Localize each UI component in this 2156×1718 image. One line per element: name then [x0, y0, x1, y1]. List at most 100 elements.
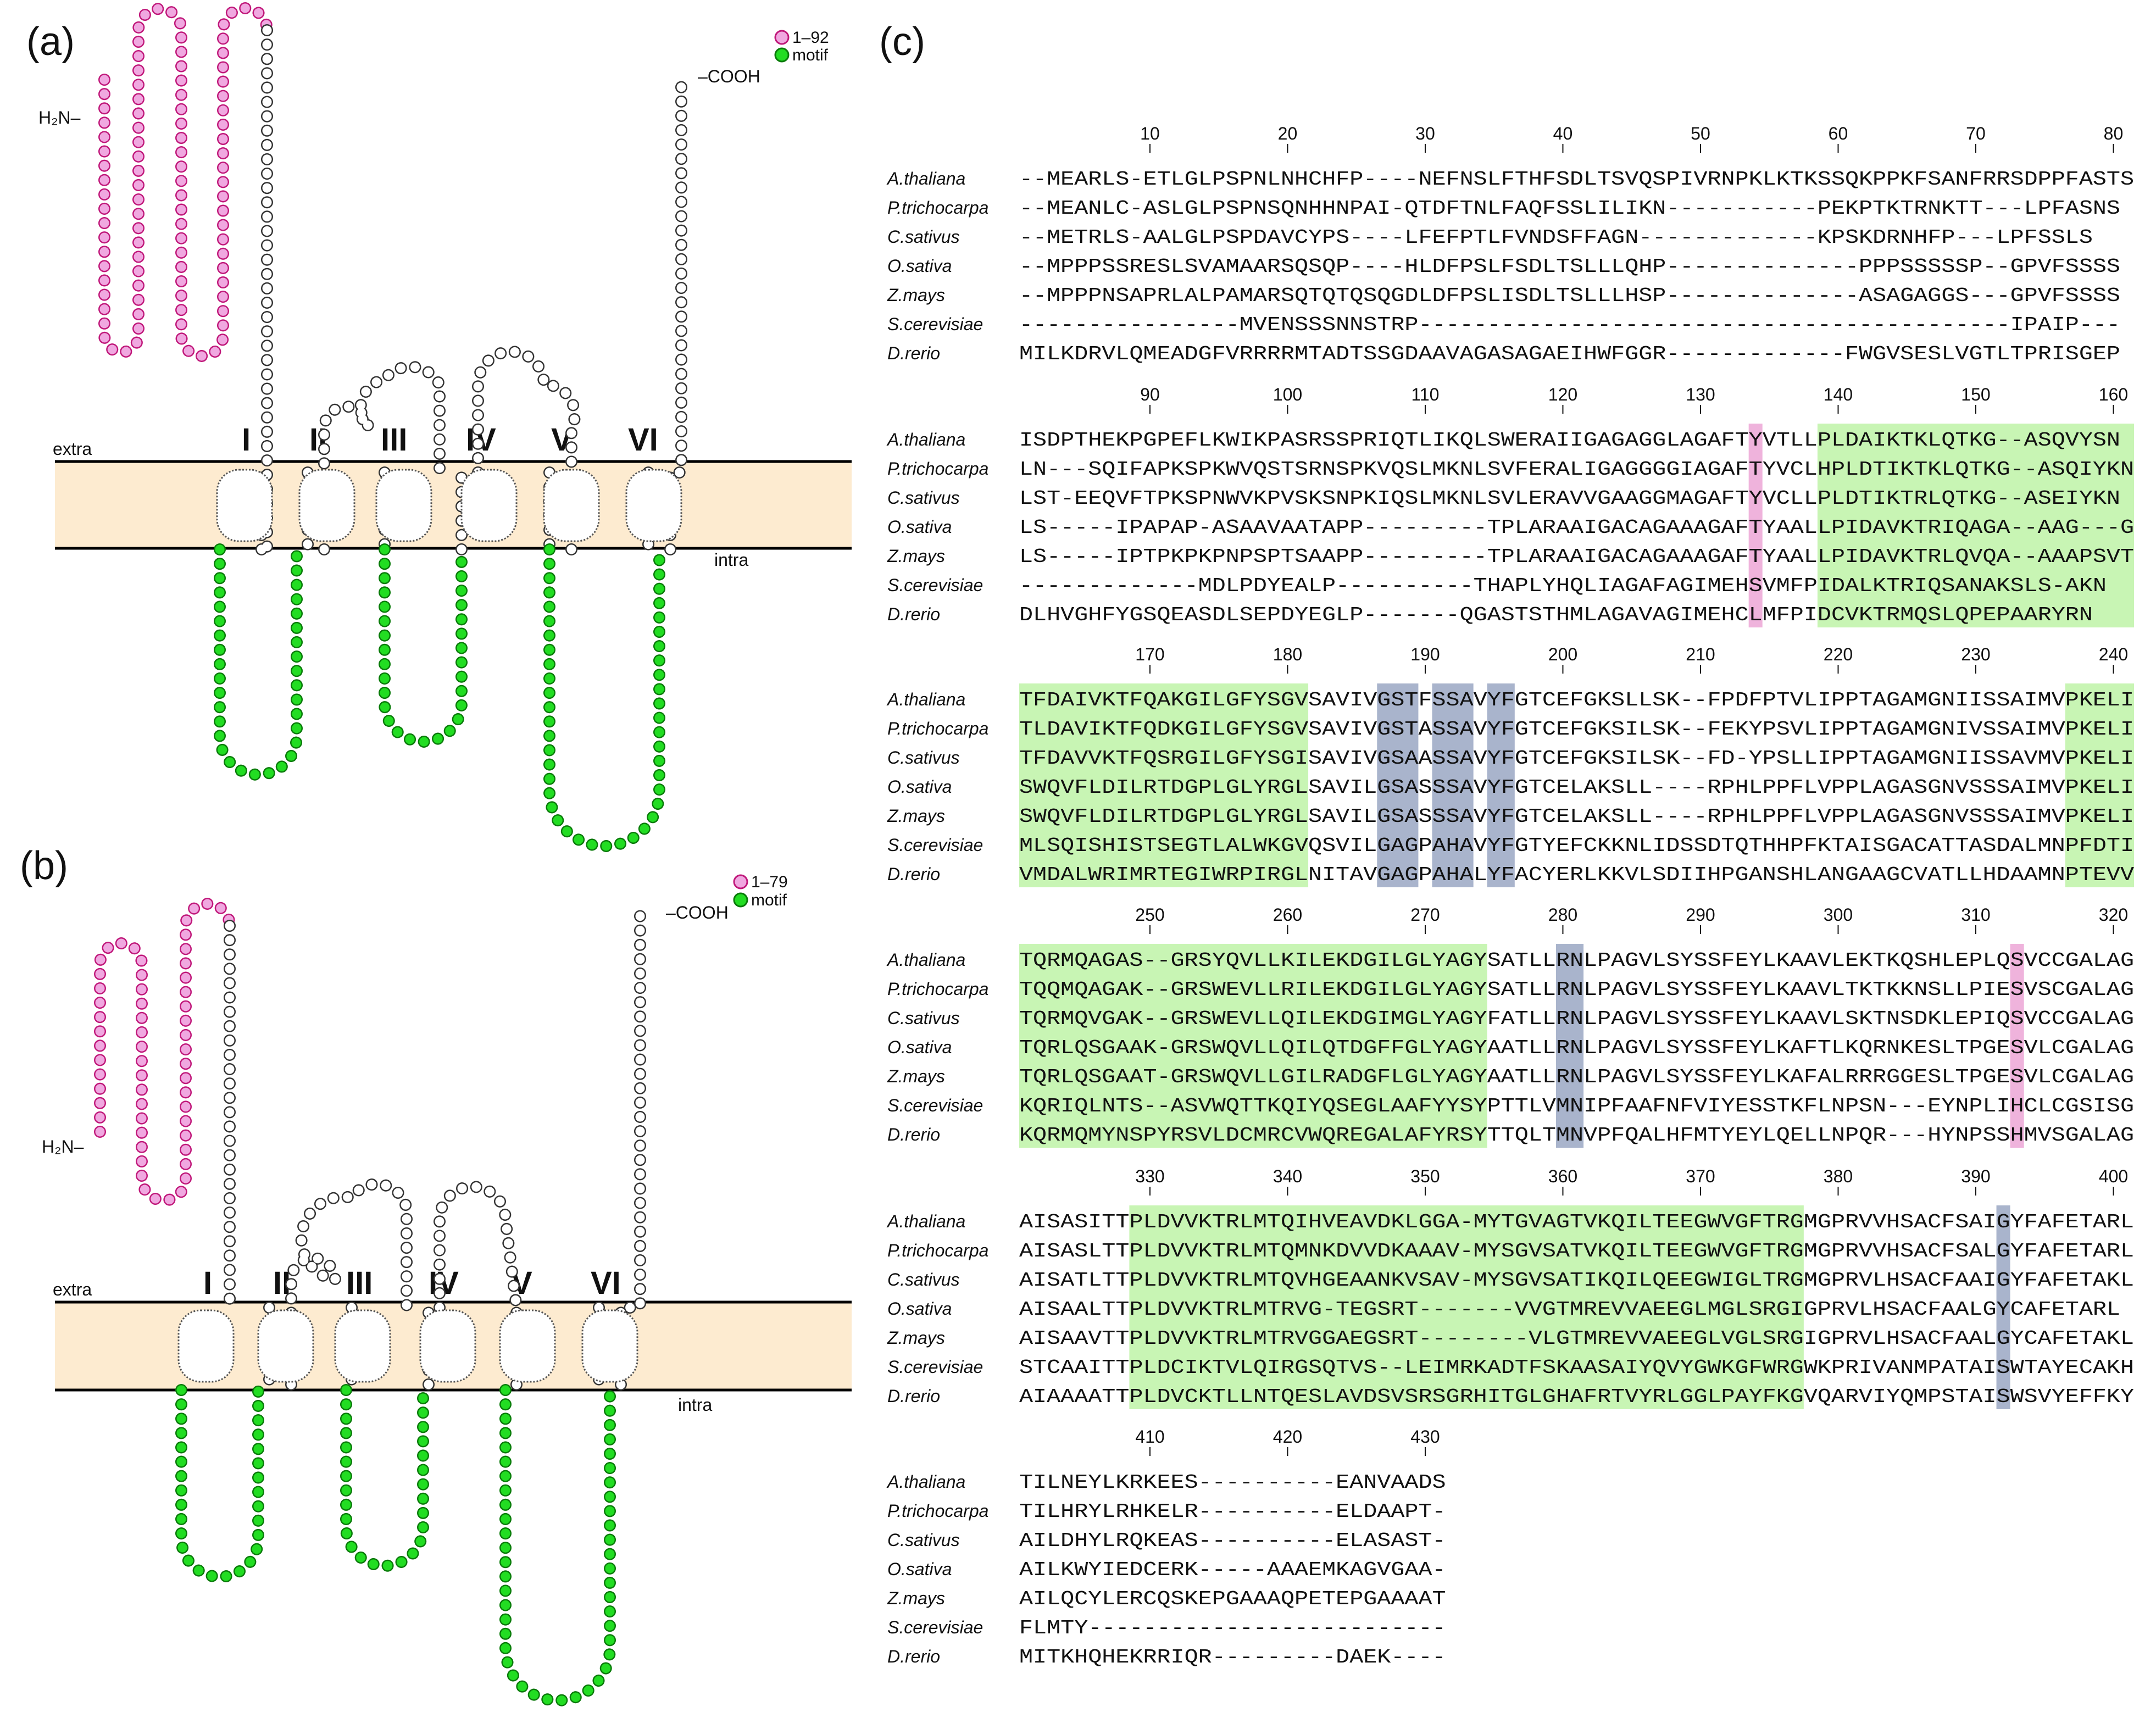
- position-tick-label: 50: [1691, 124, 1710, 143]
- position-tick-label: 110: [1411, 385, 1439, 404]
- tm-helix-iv: [460, 469, 518, 542]
- alignment-highlight: [1019, 944, 1487, 1148]
- species-label: O.sativa: [887, 517, 952, 537]
- position-tick-label: 430: [1410, 1427, 1440, 1447]
- sequence-row: LS-----IPAPAP-ASAAVAATAPP---------TPLARA…: [1019, 516, 2134, 539]
- sequence-row: TQQMQAGAK--GRSWEVLLRILEKDGILGLYAGYSATLLR…: [1019, 978, 2134, 1001]
- alignment-highlight: [1555, 944, 1584, 1148]
- panel-c-label: (c): [879, 20, 925, 64]
- position-tick-label: 200: [1548, 644, 1577, 664]
- tm-helix-ii: [257, 1309, 314, 1383]
- position-tick-label: 210: [1686, 644, 1715, 664]
- position-tick-label: 170: [1135, 644, 1164, 664]
- motif-loops: [176, 1385, 615, 1705]
- position-tick-label: 420: [1273, 1427, 1302, 1447]
- helix-label-vi: VI: [628, 422, 658, 458]
- species-label: Z.mays: [887, 1588, 945, 1608]
- tm-helix-vi: [581, 1309, 638, 1383]
- species-label: O.sativa: [887, 1559, 952, 1579]
- position-tick-label: 350: [1410, 1166, 1440, 1186]
- n-terminus-label: H₂N–: [38, 108, 81, 127]
- sequence-row: SWQVFLDILRTDGPLGLYRGLSAVILGSASSSAVYFGTCE…: [1019, 776, 2134, 799]
- sequence-row: TFDAVVKTFQSRGILGFYSGISAVIVGSAASSAVYFGTCE…: [1019, 747, 2134, 770]
- alignment-highlight: [1817, 424, 2135, 627]
- legend-motif-label: motif: [751, 891, 787, 909]
- sequence-row: AISASLTTPLDVVKTRLMTQMNKDVVDKAAAV-MYSGVSA…: [1019, 1240, 2134, 1263]
- c-terminus-label: –COOH: [666, 903, 729, 922]
- sequence-row: TFDAIVKTFQAKGILGFYSGVSAVIVGSTFSSAVYFGTCE…: [1019, 689, 2134, 711]
- sequence-row: LST-EEQVFTPKSPNWVKPVSKSNPKIQSLMKNLSVLERA…: [1019, 487, 2120, 510]
- sequence-row: MLSQISHISTSEGTLALWKGVQSVILGAGPAHAVYFGTYE…: [1019, 835, 2134, 857]
- position-tick-label: 230: [1961, 644, 1990, 664]
- species-label: S.cerevisiae: [887, 575, 983, 595]
- helix-label-iii: III: [346, 1265, 373, 1301]
- species-label: S.cerevisiae: [887, 1096, 983, 1115]
- position-tick-label: 290: [1686, 905, 1715, 925]
- tm-helix-bundles: [216, 469, 682, 542]
- species-label: A.thaliana: [886, 430, 965, 449]
- position-tick-label: 220: [1824, 644, 1853, 664]
- species-label: C.sativus: [887, 1008, 960, 1028]
- species-label: A.thaliana: [886, 690, 965, 709]
- panel-b-topology: extra intra I II III IV V VI H₂N– –COOH …: [42, 873, 852, 1706]
- signal-peptide-residues: [95, 899, 235, 1205]
- motif-loops: [215, 544, 664, 851]
- tm-helix-vi: [625, 469, 682, 542]
- panel-a-label: (a): [26, 20, 75, 64]
- position-tick-label: 390: [1961, 1166, 1990, 1186]
- species-label: S.cerevisiae: [887, 1617, 983, 1637]
- species-label: P.trichocarpa: [887, 1501, 988, 1521]
- position-tick-label: 100: [1273, 385, 1302, 404]
- position-tick-label: 90: [1140, 385, 1160, 404]
- species-label: D.rerio: [887, 1386, 940, 1406]
- tm-helix-i: [216, 469, 273, 542]
- species-label: Z.mays: [887, 806, 945, 826]
- alignment-highlight: [1129, 1205, 1804, 1409]
- species-label: P.trichocarpa: [887, 198, 988, 218]
- species-label: C.sativus: [887, 227, 960, 247]
- species-label: Z.mays: [887, 1328, 945, 1348]
- position-tick-label: 40: [1553, 124, 1573, 143]
- sequence-row: AISAAVTTPLDVVKTRLMTRVGGAEGSRT--------VLG…: [1019, 1327, 2134, 1350]
- position-tick-label: 410: [1135, 1427, 1164, 1447]
- helix-label-iii: III: [381, 422, 407, 458]
- position-tick-label: 150: [1961, 385, 1990, 404]
- helix-label-i: I: [203, 1265, 212, 1301]
- species-label: A.thaliana: [886, 950, 965, 970]
- tm-helix-iii: [375, 469, 432, 542]
- species-label: O.sativa: [887, 1037, 952, 1057]
- tm-helix-iii: [334, 1309, 391, 1383]
- species-label: Z.mays: [887, 1066, 945, 1086]
- sequence-row: TQRMQAGAS--GRSYQVLLKILEKDGILGLYAGYSATLLR…: [1019, 949, 2134, 972]
- position-tick-label: 320: [2099, 905, 2128, 925]
- sequence-row: AILQCYLERCQSKEPGAAAQPETEPGAAAAT: [1019, 1588, 1446, 1610]
- species-label: C.sativus: [887, 748, 960, 768]
- tm-helix-i: [177, 1309, 235, 1383]
- alignment-highlight: [1432, 683, 1474, 887]
- position-tick-label: 240: [2099, 644, 2128, 664]
- position-tick-label: 400: [2099, 1166, 2128, 1186]
- sequence-row: MITKHQHEKRRIQR---------DAEK----: [1019, 1646, 1446, 1669]
- sequence-row: TQRMQVGAK--GRSWEVLLQILEKDGIMGLYAGYFATLLR…: [1019, 1008, 2134, 1030]
- legend-signal-swatch: [733, 874, 748, 889]
- position-tick-label: 140: [1824, 385, 1853, 404]
- species-label: O.sativa: [887, 1299, 952, 1319]
- sequence-row: TILHRYLRHKELR----------ELDAAPT-: [1019, 1500, 1446, 1523]
- legend-signal-swatch: [774, 30, 790, 45]
- species-label: A.thaliana: [886, 169, 965, 188]
- species-label: C.sativus: [887, 1270, 960, 1289]
- sequence-row: LN---SQIFAPKSPKWVQSTSRNSPKVQSLMKNLSVFERA…: [1019, 458, 2134, 481]
- species-label: C.sativus: [887, 1530, 960, 1550]
- position-tick-label: 190: [1410, 644, 1440, 664]
- legend-signal-label: 1–79: [751, 873, 788, 891]
- alignment-highlight: [1748, 424, 1763, 627]
- sequence-row: AISAALTTPLDVVKTRLMTRVG-TEGSRT-------VVGT…: [1019, 1298, 2120, 1321]
- position-tick-label: 20: [1278, 124, 1298, 143]
- species-label: P.trichocarpa: [887, 1241, 988, 1260]
- tm-helix-iv: [419, 1309, 476, 1383]
- position-tick-label: 160: [2099, 385, 2128, 404]
- sequence-row: DLHVGHFYGSQEASDLSEPDYEGLP-------QGASTSTH…: [1019, 604, 2093, 626]
- legend-signal-label: 1–92: [792, 29, 829, 47]
- species-label: S.cerevisiae: [887, 314, 983, 334]
